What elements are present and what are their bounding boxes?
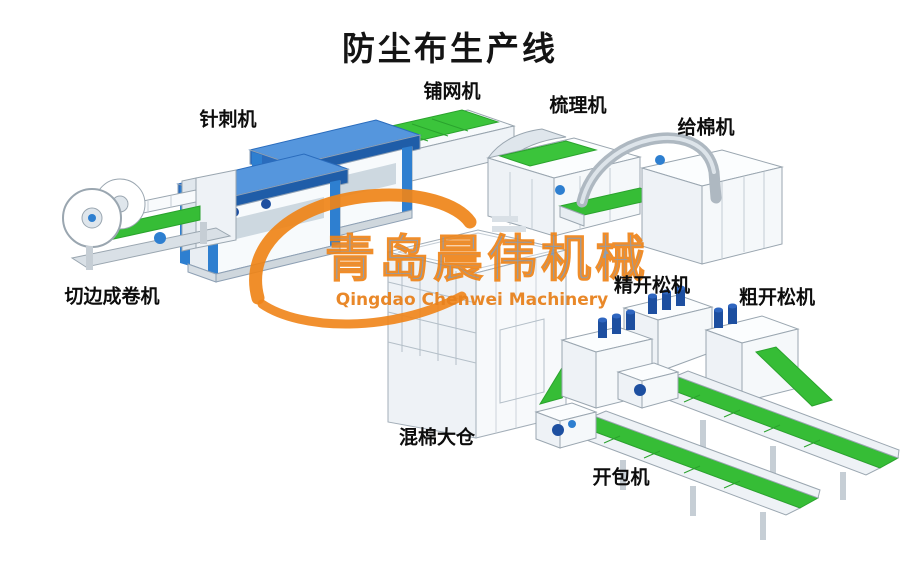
label-web-laying-machine: 铺网机 — [423, 80, 481, 103]
label-bale-opening-machine: 开包机 — [592, 466, 650, 489]
logo-swoosh-lower-icon — [257, 291, 467, 329]
label-fine-opening-machine: 精开松机 — [613, 274, 691, 297]
cotton-feeding-machine-illustration — [558, 132, 784, 265]
label-needle-punching-machine: 针刺机 — [199, 108, 257, 131]
label-carding-machine: 梳理机 — [549, 94, 607, 117]
label-cotton-mixing-bin: 混棉大仓 — [398, 426, 476, 449]
edge-cutting-winding-machine-illustration — [62, 169, 237, 270]
bale-opening-machine-illustration — [534, 362, 900, 540]
cotton-mixing-bin-illustration — [387, 229, 567, 439]
carding-machine-illustration — [486, 128, 642, 237]
label-edge-cutting-winding-machine: 切边成卷机 — [64, 285, 160, 308]
logo-swoosh-upper-icon — [249, 188, 477, 305]
watermark-cn-text: 青岛晨伟机械 — [325, 230, 649, 288]
label-coarse-opening-machine: 粗开松机 — [738, 286, 816, 309]
watermark-logo: 青岛晨伟机械 Qingdao Chenwei Machinery — [249, 188, 649, 329]
fine-opening-machine-illustration — [538, 285, 714, 409]
label-cotton-feeding-machine: 给棉机 — [677, 116, 735, 139]
diagram-title: 防尘布生产线 — [342, 29, 558, 68]
watermark-en-text: Qingdao Chenwei Machinery — [336, 290, 608, 310]
